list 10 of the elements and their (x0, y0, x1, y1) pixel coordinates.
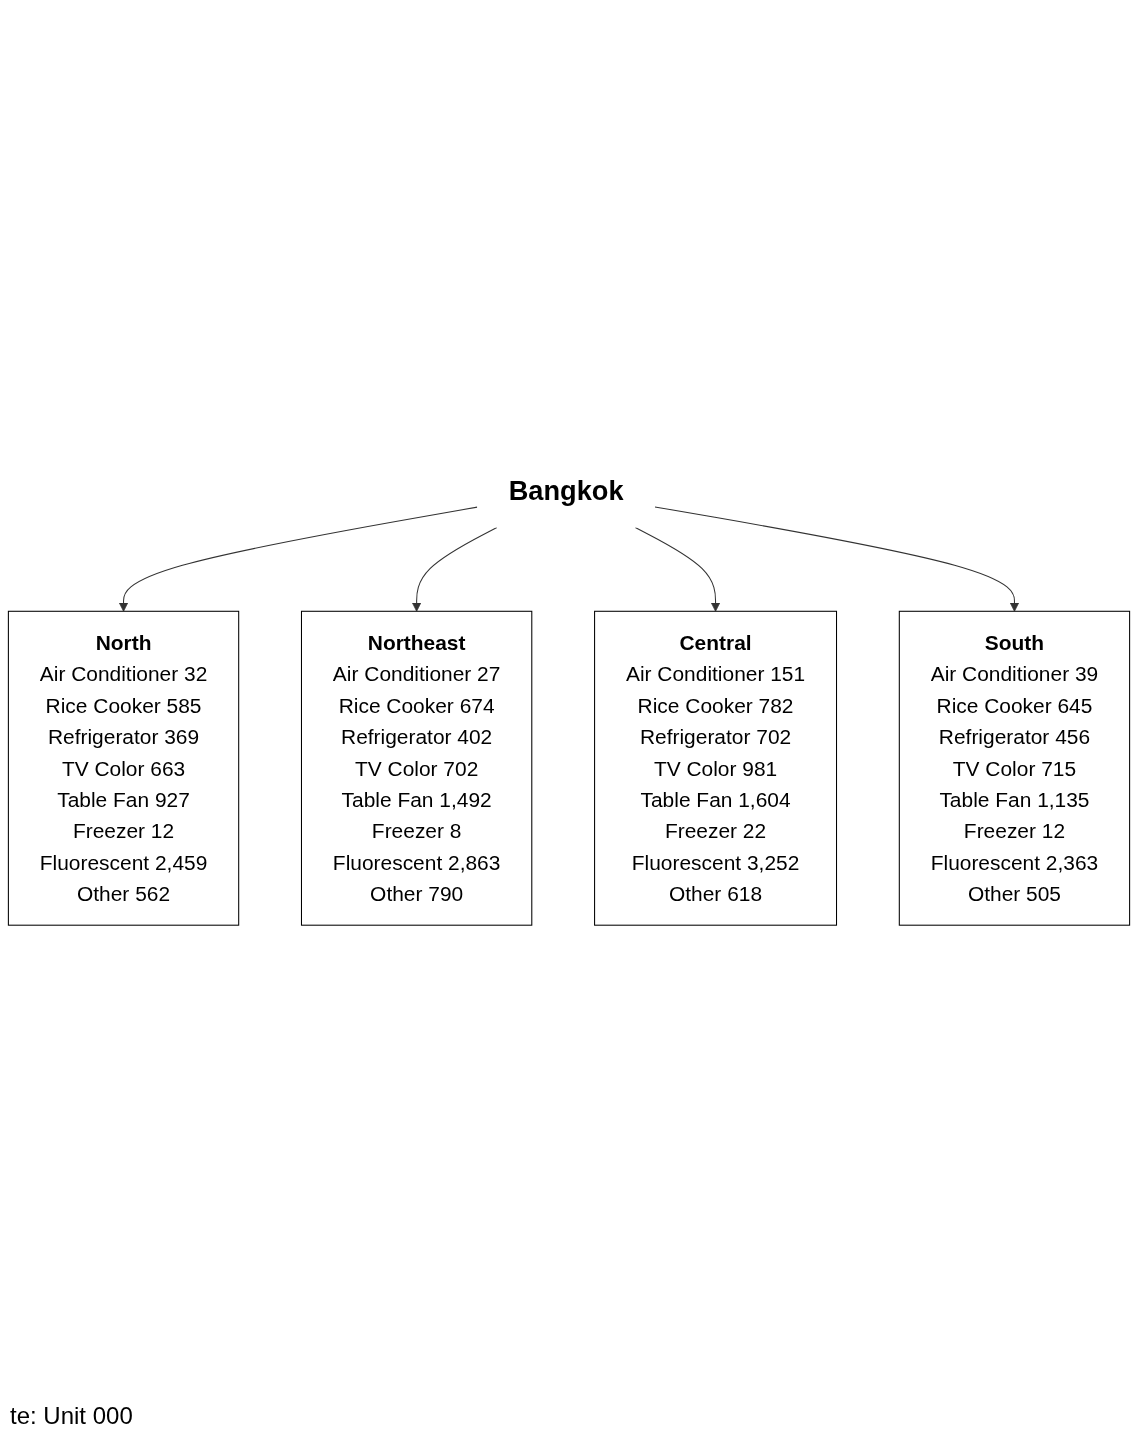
node-box: Northeast Air Conditioner 27 Rice Cooker 674 Refrigerator 402 TV Color 702 Table Fan 1,492 Freezer 8 Fluorescent 2,863 Other 790 (300, 610, 533, 926)
arrow (412, 526, 498, 612)
node-text: Bangkok (508, 474, 624, 507)
arrow (654, 506, 1020, 612)
node-box: South Air Conditioner 39 Rice Cooker 645 Refrigerator 456 TV Color 715 Table Fan 1,135 Freezer 12 Fluorescent 2,363 Other 505 (898, 610, 1131, 926)
note-text: te: Unit 000 (10, 1402, 133, 1430)
node-box: Central Air Conditioner 151 Rice Cooker 782 Refrigerator 702 TV Color 981 Table Fan 1,604 Freezer 22 Fluorescent 3,252 Other 618 (594, 610, 838, 926)
node-box: North Air Conditioner 32 Rice Cooker 585 Refrigerator 369 TV Color 663 Table Fan 927 Freezer 12 Fluorescent 2,459 Other 562 (7, 610, 240, 926)
arrow (118, 506, 478, 612)
arrow (634, 526, 721, 612)
